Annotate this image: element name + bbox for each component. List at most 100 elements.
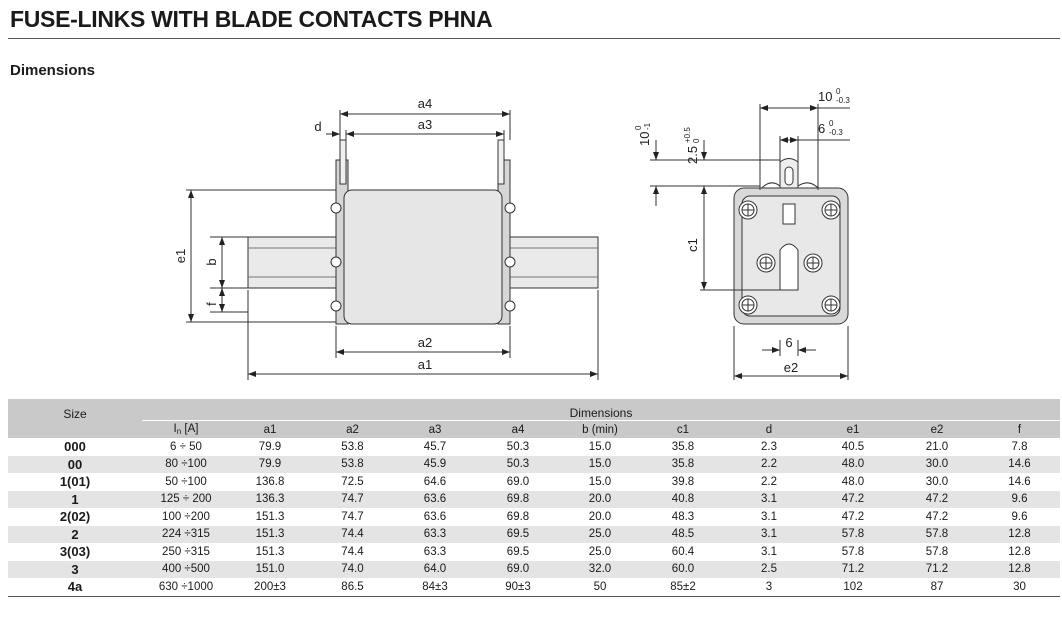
dim-label-10-tol-down: -0.3 [836,96,850,105]
table-cell: 12.8 [979,560,1060,578]
table-cell: 30.0 [895,455,979,473]
dim-label-a2: a2 [418,335,432,350]
table-cell: 35.8 [671,440,695,453]
dim-label-e2: e2 [784,360,798,375]
dim-label-6-tol: 6 [818,121,825,136]
size-cell: 000 [64,439,86,455]
table-cell: 48.5 [639,525,727,543]
dim-label-10-tol-up: 0 [836,87,841,96]
table-cell: 50 [561,578,639,597]
table-cell: 48.0 [841,475,865,488]
col-header: f [979,420,1060,438]
table-cell: 47.2 [925,510,949,523]
dim-label-f: f [204,302,219,306]
table-cell: 15.0 [588,440,612,453]
table-cell: 250 ÷315 [162,545,210,558]
table-cell: 74.4 [341,545,364,558]
table-cell: 45.7 [423,440,447,453]
table-cell: 15.0 [561,455,639,473]
table-cell: 9.6 [1011,510,1028,523]
col-header: a2 [310,420,395,438]
size-cell: 4a [8,578,142,597]
table-cell: 12.8 [979,525,1060,543]
dim-label-a3: a3 [418,117,432,132]
table-cell: 9.6 [979,490,1060,508]
table-cell: 151.3 [230,525,310,543]
screws [738,200,841,315]
size-column-header: Size [8,399,142,421]
size-cell: 2 [8,525,142,543]
table-cell: 60.4 [671,545,695,558]
table-cell: 74.4 [310,525,395,543]
table-cell: 60.0 [639,560,727,578]
table-cell: 71.2 [811,560,895,578]
size-cell: 3(03) [59,544,91,560]
table-cell: 12.8 [1008,545,1031,558]
table-cell: 74.7 [310,490,395,508]
col-header: c1 [639,420,727,438]
table-cell: 400 ÷500 [142,560,230,578]
col-header: a1 [230,420,310,438]
table-cell: 630 ÷1000 [142,578,230,597]
size-cell: 3 [8,560,142,578]
table-cell: 15.0 [588,475,612,488]
table-cell: 57.8 [925,545,949,558]
table-cell: 63.6 [395,490,475,508]
table-cell: 20.0 [588,510,612,523]
dim-label-a4: a4 [418,96,432,111]
dim-label-b: b [204,258,219,265]
table-cell: 21.0 [925,440,949,453]
col-header: e1 [811,420,895,438]
table-cell: 79.9 [258,440,282,453]
table-cell: 69.0 [475,560,561,578]
dim-label-6: 6 [785,335,792,350]
table-cell: 151.3 [255,545,285,558]
table-cell: 151.3 [255,510,285,523]
table-cell: 47.2 [895,490,979,508]
table-cell: 3.1 [761,545,777,558]
table-cell: 125 ÷ 200 [142,490,230,508]
table-cell: 69.5 [506,545,530,558]
table-cell: 48.3 [671,510,695,523]
table-cell: 2.5 [727,560,811,578]
fuse-body [343,189,503,325]
in-subscript: n [176,427,182,436]
table-cell: 48.0 [811,455,895,473]
dimensions-group-header: Dimensions [142,399,1060,421]
table-cell: 72.5 [341,475,364,488]
table-cell: 14.6 [979,455,1060,473]
table-cell: 79.9 [230,455,310,473]
size-cell: 1(01) [59,474,91,490]
table-cell: 50.3 [506,440,530,453]
size-cell: 00 [8,455,142,473]
dim-label-6-tol-down: -0.3 [829,128,843,137]
table-cell: 2.2 [761,475,777,488]
table-cell: 224 ÷315 [142,525,230,543]
table-cell: 71.2 [895,560,979,578]
table-cell: 3 [727,578,811,597]
table-cell: 47.2 [811,490,895,508]
table-cell: 20.0 [561,490,639,508]
table-cell: 32.0 [561,560,639,578]
dim-label-2-5-down: 0 [692,138,701,143]
table-subheader-row: In [A] a1 a2 a3 a4 b (min) c1 d e1 e2 f [8,420,1060,438]
front-view [650,104,850,380]
section-subtitle: Dimensions [10,62,96,79]
dim-label-2-5: 2.5 [685,146,700,164]
dim-label-10-tol: 10 [818,89,832,104]
table-cell: 50.3 [475,455,561,473]
table-cell: 3.1 [727,525,811,543]
table-cell: 151.0 [230,560,310,578]
table-cell: 7.8 [1011,440,1028,453]
col-header: a4 [475,420,561,438]
col-header: e2 [895,420,979,438]
table-cell: 102 [811,578,895,597]
table-cell: 25.0 [561,525,639,543]
table-cell: 57.8 [841,545,865,558]
table-cell: 57.8 [811,525,895,543]
table-cell: 90±3 [475,578,561,597]
